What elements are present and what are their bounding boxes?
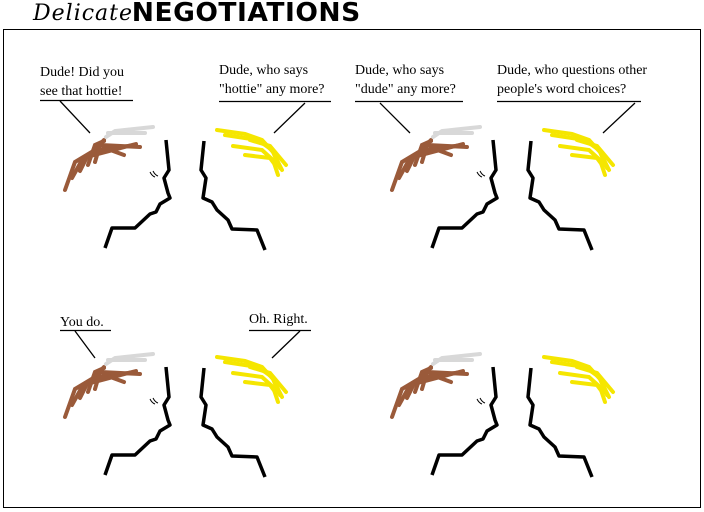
bubble-text: see that hottie!: [40, 84, 122, 99]
bubble-text: "hottie" any more?: [219, 82, 325, 97]
bubble-text: Dude, who says: [219, 63, 308, 78]
bubble-text: "dude" any more?: [355, 82, 456, 97]
comic-frame: [3, 29, 701, 508]
panel-4: [390, 352, 615, 479]
bubble-text: You do.: [60, 315, 104, 330]
characters: [63, 125, 288, 252]
panel-3: You do. Oh. Right.: [60, 312, 311, 479]
speech-bubble: Dude, who says "dude" any more?: [355, 63, 463, 134]
characters: [63, 352, 288, 479]
characters: [390, 352, 615, 479]
characters: [390, 125, 615, 252]
bubble-text: Oh. Right.: [249, 312, 308, 327]
comic-title-script: Delicate: [33, 1, 134, 26]
panel-1: Dude! Did you see that hottie! Dude, who…: [40, 63, 331, 252]
bubble-text: Dude! Did you: [40, 65, 124, 80]
speech-bubble: Dude! Did you see that hottie!: [40, 65, 133, 134]
speech-bubble: Dude, who says "hottie" any more?: [219, 63, 331, 134]
speech-bubble: Oh. Right.: [249, 312, 311, 359]
comic-title: NEGOTIATIONS: [131, 0, 361, 28]
speech-bubble: You do.: [60, 315, 111, 359]
bubble-text: people's word choices?: [497, 82, 626, 97]
panel-2: Dude, who says "dude" any more? Dude, wh…: [355, 63, 647, 252]
speech-bubble: Dude, who questions other people's word …: [497, 63, 647, 134]
bubble-text: Dude, who says: [355, 63, 444, 78]
bubble-text: Dude, who questions other: [497, 63, 647, 78]
